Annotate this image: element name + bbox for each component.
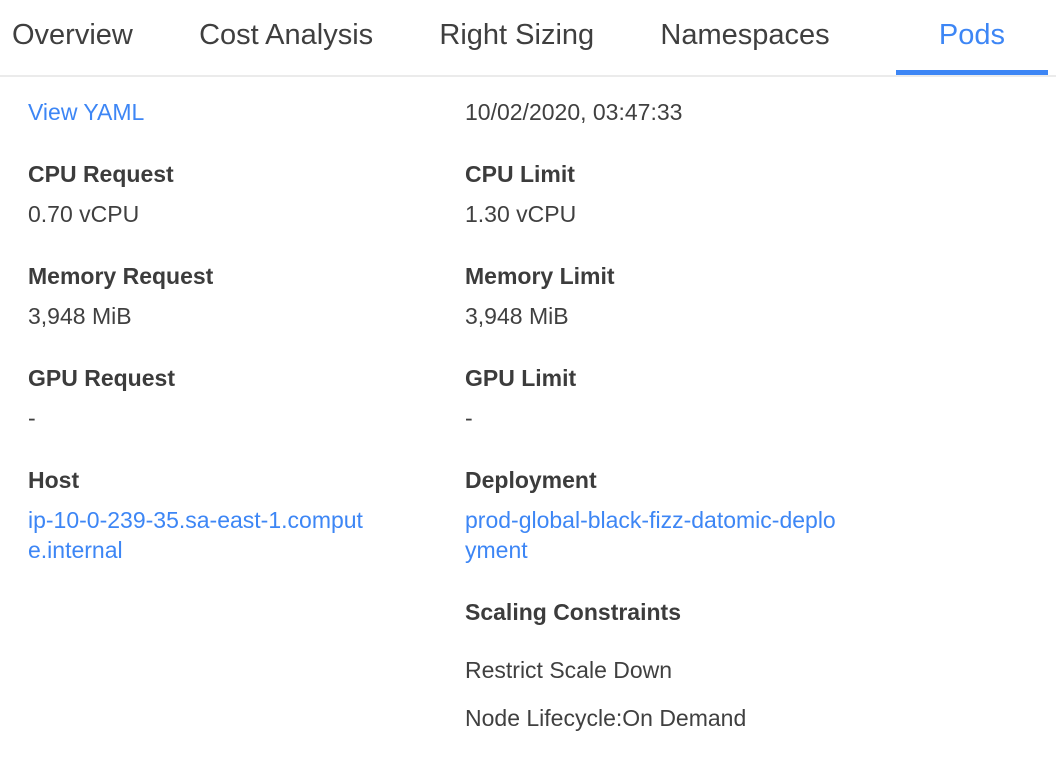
memory-request-value: 3,948 MiB xyxy=(28,303,132,329)
tab-right-sizing[interactable]: Right Sizing xyxy=(439,19,595,51)
tab-bar: Overview Cost Analysis Right Sizing Name… xyxy=(0,0,1056,77)
field-memory-request: Memory Request 3,948 MiB xyxy=(28,261,465,331)
tab-pods[interactable]: Pods xyxy=(895,0,1048,75)
field-cpu-request: CPU Request 0.70 vCPU xyxy=(28,159,465,229)
detail-left-column: View YAML CPU Request 0.70 vCPU Memory R… xyxy=(28,97,465,597)
gpu-limit-label: GPU Limit xyxy=(465,365,577,391)
host-link[interactable]: ip-10-0-239-35.sa-east-1.compute.interna… xyxy=(28,507,363,563)
memory-limit-value: 3,948 MiB xyxy=(465,303,569,329)
memory-limit-label: Memory Limit xyxy=(465,263,615,289)
detail-right-column: 10/02/2020, 03:47:33 CPU Limit 1.30 vCPU… xyxy=(465,97,1056,751)
field-host: Host ip-10-0-239-35.sa-east-1.compute.in… xyxy=(28,465,465,565)
gpu-request-label: GPU Request xyxy=(28,365,175,391)
pod-detail-panel: View YAML CPU Request 0.70 vCPU Memory R… xyxy=(0,77,1056,751)
view-yaml-link[interactable]: View YAML xyxy=(28,99,145,125)
field-deployment: Deployment prod-global-black-fizz-datomi… xyxy=(465,465,1056,565)
tab-cost-analysis[interactable]: Cost Analysis xyxy=(199,19,374,51)
tab-overview[interactable]: Overview xyxy=(12,19,133,51)
field-gpu-limit: GPU Limit - xyxy=(465,363,1056,433)
host-label: Host xyxy=(28,467,80,493)
cpu-request-label: CPU Request xyxy=(28,161,174,187)
gpu-request-value: - xyxy=(28,405,36,431)
scaling-constraint-node-lifecycle: Node Lifecycle:On Demand xyxy=(465,705,747,731)
memory-request-label: Memory Request xyxy=(28,263,214,289)
deployment-label: Deployment xyxy=(465,467,597,493)
gpu-limit-value: - xyxy=(465,405,473,431)
deployment-link[interactable]: prod-global-black-fizz-datomic-deploymen… xyxy=(465,507,836,563)
timestamp: 10/02/2020, 03:47:33 xyxy=(465,99,683,125)
scaling-constraint-restrict-scale-down: Restrict Scale Down xyxy=(465,657,673,683)
cpu-limit-value: 1.30 vCPU xyxy=(465,201,577,227)
field-gpu-request: GPU Request - xyxy=(28,363,465,433)
cpu-limit-label: CPU Limit xyxy=(465,161,575,187)
field-cpu-limit: CPU Limit 1.30 vCPU xyxy=(465,159,1056,229)
scaling-constraints-section: Scaling Constraints Restrict Scale Down … xyxy=(465,597,1056,733)
cpu-request-value: 0.70 vCPU xyxy=(28,201,140,227)
tab-namespaces[interactable]: Namespaces xyxy=(660,19,830,51)
scaling-constraints-label: Scaling Constraints xyxy=(465,599,681,625)
field-memory-limit: Memory Limit 3,948 MiB xyxy=(465,261,1056,331)
